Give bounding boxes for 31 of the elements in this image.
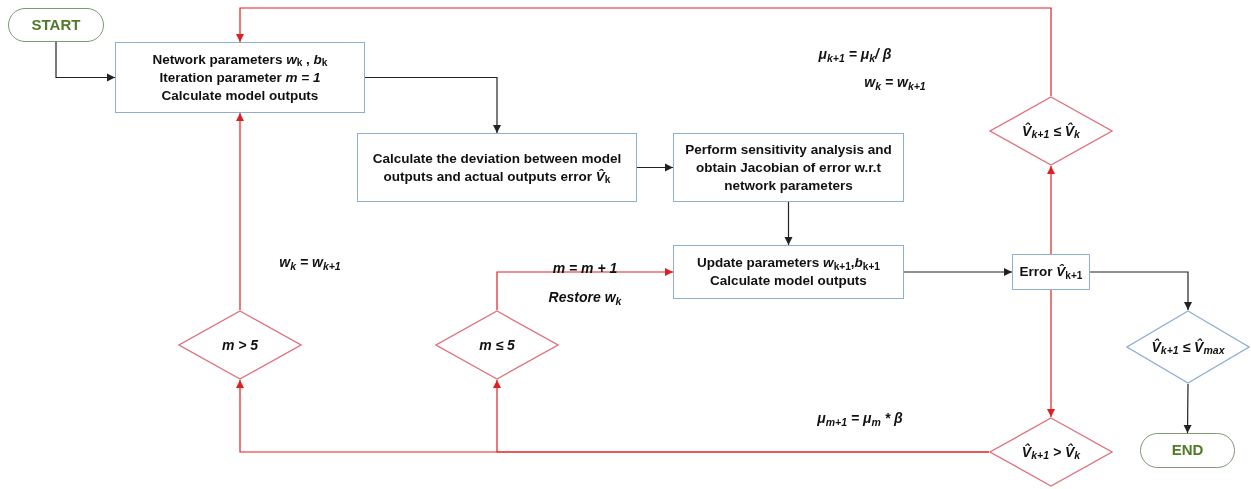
decision-diamond: m > 5 bbox=[178, 310, 302, 380]
edge-note: m = m + 1 bbox=[552, 259, 618, 278]
arrow bbox=[496, 267, 674, 311]
process-box: Update parameters w$_{k+1}$,b$_{k+1}$ Calculate model outputs bbox=[673, 245, 904, 299]
arrow bbox=[1046, 289, 1056, 418]
decision-diamond: V̂$_{k+1}$ > V̂$_{k}$ bbox=[989, 417, 1113, 487]
edge-note: μ$_{k+1}$ = μ$_{k}$/ β bbox=[818, 45, 892, 65]
arrow bbox=[1089, 271, 1193, 311]
process-box: Network parameters w$_{k}$ , b$_{k}$ Iteration parameter m = 1 Calculate model outputs bbox=[115, 42, 365, 113]
decision-diamond: V̂$_{k+1}$ ≤ V̂$_{k}$ bbox=[989, 96, 1113, 166]
decision-diamond: V̂$_{k+1}$ ≤ V̂$_{max}$ bbox=[1126, 310, 1250, 384]
arrow bbox=[636, 163, 674, 172]
process-box: Perform sensitivity analysis and obtain Jacobian of error w.r.t network parameters bbox=[673, 133, 904, 202]
edge-note: μ$_{m+1}$ = μ$_{m}$ * β bbox=[817, 409, 903, 429]
arrow bbox=[364, 76, 502, 134]
edge-note: w$_{k}$ = w$_{k+1}$ bbox=[279, 253, 341, 273]
edge-note: Restore w$_{k}$ bbox=[548, 288, 622, 308]
arrow bbox=[1183, 383, 1192, 434]
process-box: Calculate the deviation between model outputs and actual outputs error V̂$_{k}$ bbox=[357, 133, 637, 202]
arrow bbox=[235, 7, 1052, 97]
edge-note: w$_{k}$ = w$_{k+1}$ bbox=[864, 73, 926, 93]
arrow bbox=[1046, 165, 1056, 255]
end-terminal: END bbox=[1140, 433, 1235, 468]
process-box: Error V̂$_{k+1}$ bbox=[1012, 254, 1090, 290]
decision-diamond: m ≤ 5 bbox=[435, 310, 559, 380]
arrow bbox=[55, 41, 116, 82]
arrow bbox=[235, 112, 245, 311]
arrow bbox=[903, 267, 1013, 277]
arrow bbox=[492, 379, 990, 453]
start-terminal: START bbox=[8, 8, 104, 42]
arrow bbox=[784, 201, 793, 246]
